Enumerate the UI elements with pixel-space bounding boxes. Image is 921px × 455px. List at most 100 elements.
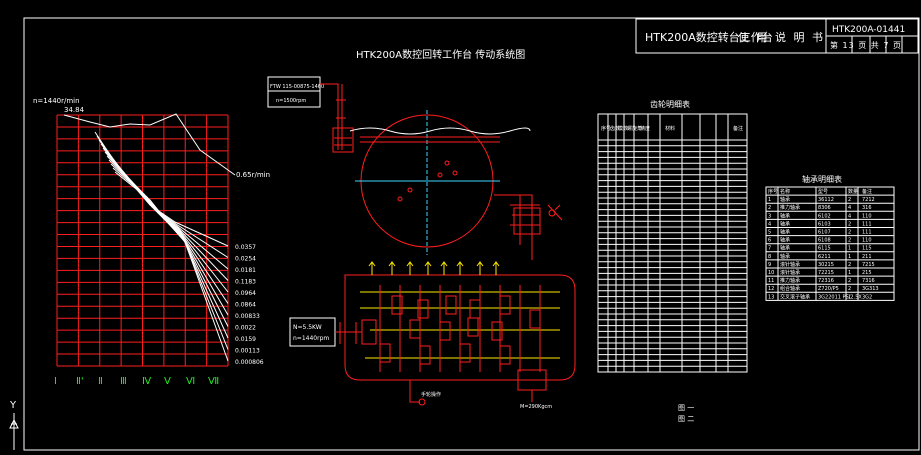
gear-table-header: 模数 [618, 125, 628, 132]
shaft-marker [424, 261, 432, 275]
bearing-table-cell: 轴承 [780, 212, 790, 219]
gear-block [379, 343, 391, 363]
bearing-table-cell: 2 [848, 197, 851, 203]
speed-chart-values: 0.03570.02540.01810.11830.09640.08640.00… [235, 244, 264, 366]
bearing-table-cell: 3 [768, 213, 771, 219]
bearing-table-header: 数量 [848, 188, 858, 195]
bearing-table-cell: 组合轴承 [780, 285, 800, 292]
bearing-table-cell: 3G313 [862, 286, 879, 292]
gear-block [467, 317, 479, 337]
gearbox-shafts [368, 261, 500, 275]
bearing-table-cell: 2 [848, 238, 851, 244]
speed-value-label: 0.0357 [235, 244, 256, 251]
gear-table-header: 螺旋角 [627, 125, 642, 132]
speed-chart-rpm-label: n=1440r/min [33, 97, 80, 105]
bearing-table-cell: 110 [862, 213, 872, 219]
bearing-table-cell: 6115 [818, 246, 831, 252]
bearing-table-cell: 9 [768, 262, 771, 268]
bearing-table-cell: 11 [768, 278, 774, 284]
bearing-table-cell: 推力轴承 [780, 277, 800, 284]
bearing-table-cell: 10 [768, 270, 774, 276]
bearing-table-cell: 滚针轴承 [780, 261, 800, 268]
gear-table-header: 精度 [640, 125, 650, 132]
bearing-table-cell: 1 [848, 254, 851, 260]
bearing-table-cell: 8 [768, 254, 771, 260]
gear-block [469, 299, 481, 319]
drawing-title: HTK200A数控回转工作台 传动系统图 [356, 48, 525, 61]
bearing-table-cell: 轴承 [780, 253, 790, 260]
bearing-table-cell: Z720/P5 [818, 286, 839, 292]
ucs-icon: Y [9, 400, 19, 450]
bearing-table-cell: 7212 [862, 197, 875, 203]
gear-block [445, 295, 457, 315]
bearing-table-cell: 7316 [862, 278, 875, 284]
shaft-marker [476, 261, 484, 275]
top-motor-box [267, 76, 321, 108]
title-block-sheet: 第 13 页 共 7 页 [830, 40, 902, 50]
speed-value-label: 0.0159 [235, 336, 256, 343]
main-motor-line1: N=5.5KW [293, 324, 322, 331]
bearing-table-cell: 2 [848, 221, 851, 227]
speed-ray [100, 143, 229, 281]
bearing-table-title: 轴承明细表 [802, 174, 842, 184]
bearing-table-cell: 3G2 [862, 294, 872, 300]
gear-block [491, 321, 503, 341]
gear-block [391, 295, 403, 315]
bearing-table-cell: 轴承 [780, 237, 790, 244]
bearing-table-cell: 推力轴承 [780, 204, 800, 211]
bearing-table-cell: 2 [768, 205, 771, 211]
bearing-table-cell: 316 [862, 205, 872, 211]
gear-block [417, 299, 429, 319]
speed-chart-right-label: 0.65r/min [236, 171, 270, 179]
title-block-code: HTK200A-01441 [832, 25, 905, 35]
bottom-label-handwheel: 手轮操作 [421, 391, 441, 398]
bearing-table-cell: 1 [848, 270, 851, 276]
bearing-table-cell: 72215 [818, 270, 834, 276]
axis-label: Ⅱ [98, 376, 103, 387]
shaft-marker [388, 261, 396, 275]
shaft-marker [368, 261, 376, 275]
shaft-marker [440, 261, 448, 275]
title-block: HTK200A数控转台工作台 使 用 说 明 书 HTK200A-01441 第… [635, 18, 919, 54]
transmission-diagram: FTW 115-00875-1460 n=1500rpm N=5.5KW n=1… [267, 76, 576, 410]
drawing-border [23, 17, 920, 451]
gear-table-header: 齿数 [610, 125, 620, 132]
bearing-table-cell: 6211 [818, 254, 831, 260]
speed-ray [94, 131, 229, 247]
speed-curve [63, 113, 236, 176]
bearing-table-cell: 4 [848, 213, 851, 219]
gearbox-gears [379, 295, 541, 365]
note-figure-1: 图 一 [678, 404, 694, 412]
speed-chart: n=1440r/min 34.84 0.65r/min 0.0357 0.0254… [33, 97, 270, 387]
bearing-table-cell: 211 [862, 254, 872, 260]
shaft-marker [406, 261, 414, 275]
bearing-table-cell: 2 [848, 262, 851, 268]
bearing-table-cell: 轴承 [780, 229, 790, 236]
bearing-table-cell: 12 [768, 286, 774, 292]
speed-value-label: 0.0864 [235, 302, 256, 309]
top-motor-line2: n=1500rpm [276, 98, 306, 104]
bearing-table-header: 名称 [780, 188, 790, 195]
speed-value-label: 0.0254 [235, 256, 256, 263]
gear-block [459, 343, 471, 363]
bearing-table-cell: 111 [862, 221, 872, 227]
shaft-marker [456, 261, 464, 275]
axis-label: Ⅰ [54, 376, 57, 387]
bearing-table-cell: 1 [768, 197, 771, 203]
bearing-table-header: 序号 [768, 188, 778, 195]
bearing-table-cell: 滚针轴承 [780, 269, 800, 276]
bearing-table-cell: 72316 [818, 278, 834, 284]
axis-label: Ⅴ [164, 376, 171, 387]
gear-table-header: 序号 [601, 125, 611, 132]
top-motor-line1: FTW 115-00875-1460 [270, 84, 324, 90]
speed-value-label: 0.1183 [235, 279, 256, 286]
bearing-table-cell: 3G22011 P5/2.5X [818, 294, 862, 300]
speed-chart-top-value: 34.84 [64, 106, 85, 114]
axis-label: Ⅱ' [76, 376, 84, 387]
bearing-table-cell: 111 [862, 230, 872, 236]
axis-label: Ⅵ [186, 376, 195, 387]
bearing-table-cell: 7 [768, 246, 771, 252]
gear-table-header: 备注 [733, 125, 743, 132]
